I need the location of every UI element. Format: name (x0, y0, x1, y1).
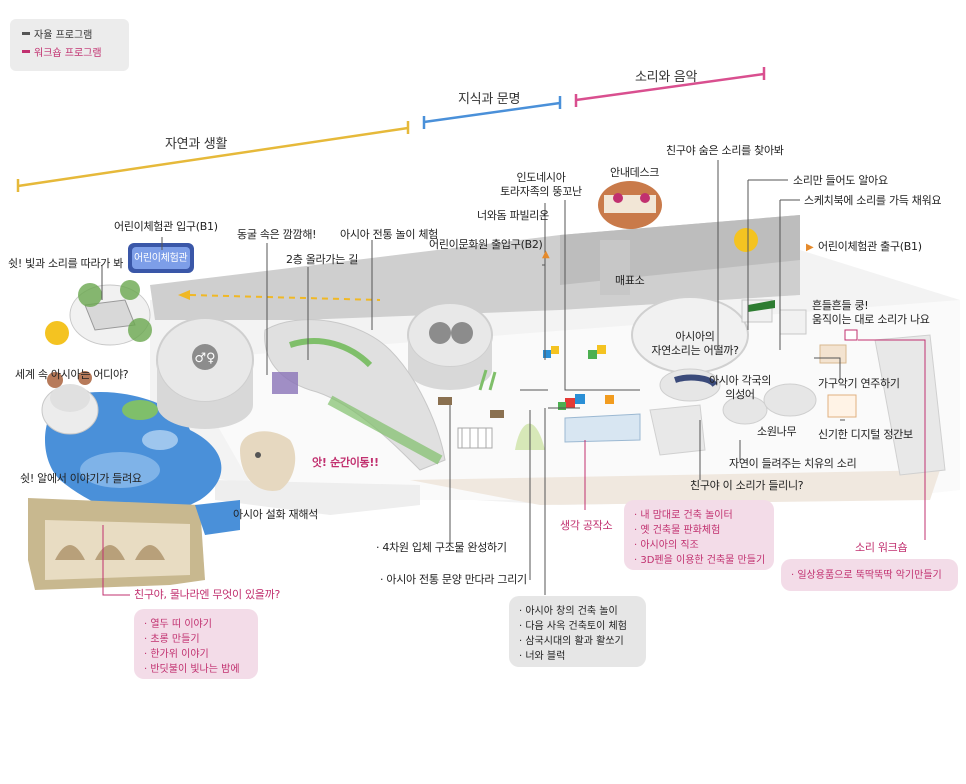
architecture-item: · 삼국시대의 활과 활쏘기 (519, 636, 624, 647)
idea-item: · 옛 건축물 판화체험 (634, 525, 721, 536)
entrance-sign-text: 어린이체험관 (134, 253, 188, 264)
label-onomatopoeia: 아시아 각국의 의성어 (708, 374, 772, 401)
label-sound-tree: 소원나무 (757, 425, 797, 438)
water-item: · 열두 띠 이야기 (144, 619, 212, 630)
idea-item: · 내 맘대로 건축 놀이터 (634, 510, 733, 521)
label-cave: 동굴 속은 깜깜해! (237, 228, 317, 241)
exit-arrow-icon: ▶ (806, 242, 814, 253)
zone-nature-label: 자연과 생활 (165, 137, 228, 152)
left-rotunda: ♂♀ (156, 317, 254, 429)
left-exhibit-cluster (41, 280, 158, 435)
water-country-program-box: · 열두 띠 이야기 · 초롱 만들기 · 한가위 이야기 · 반딧불이 빛나는… (134, 609, 258, 679)
sound-workshop-program-box: · 일상용품으로 뚝딱뚝딱 악기만들기 (781, 559, 958, 591)
idea-workshop-program-box: · 내 맘대로 건축 놀이터 · 옛 건축물 판화체험 · 아시아의 직조 · … (624, 500, 774, 570)
svg-text:♂♀: ♂♀ (194, 351, 215, 366)
label-asia-play: 아시아 전통 놀이 체험 (340, 228, 438, 241)
legend-cave (240, 431, 296, 491)
label-pattern-draw: · 아시아 전통 문양 만다라 그리기 (380, 573, 527, 586)
label-egg-story: 쉿! 알에서 이야기가 들려요 (20, 472, 142, 485)
zone-bracket-nature (16, 121, 410, 192)
entrance-sign (128, 243, 194, 273)
label-nature-sounds: 아시아의 자연소리는 어떨까? (651, 330, 739, 357)
walk-path (178, 290, 381, 301)
culture-exit-b2-label: 어린이문화원 출입구(B2) (429, 238, 543, 251)
label-idea-workshop: 생각 공작소 (560, 519, 613, 532)
entrance-b1-label: 어린이체험관 입구(B1) (114, 220, 218, 233)
legend-workshop-swatch (22, 50, 30, 53)
label-instrument-play: 가구악기 연주하기 (818, 377, 900, 390)
legend: 자율 프로그램 워크숍 프로그램 (10, 19, 129, 71)
label-legend-reinterp: 아시아 설화 재해석 (233, 508, 318, 521)
architecture-item: · 다음 사옥 건축토이 체험 (519, 621, 627, 632)
label-digital-gamelan: 신기한 디지털 정간보 (818, 428, 913, 441)
right-rotunda (631, 296, 817, 425)
label-sketchbook: 스케치북에 소리를 가득 채워요 (804, 194, 942, 207)
workshop-desk (564, 413, 641, 443)
label-healing-sound: 자연이 들려주는 치유의 소리 (729, 457, 857, 470)
label-shake: 흔들흔들 쿵! 움직이는 대로 소리가 나요 (812, 299, 930, 326)
water-item: · 한가위 이야기 (144, 649, 209, 660)
label-hidden-sound: 친구야 숨은 소리를 찾아봐 (666, 144, 784, 157)
label-shop: 매표소 (615, 274, 645, 287)
info-icons (45, 228, 758, 345)
legend-self-guided-label: 자율 프로그램 (34, 30, 93, 41)
label-toraja: 인도네시아 토라자족의 뚱꼬난 (500, 171, 582, 198)
label-listen-sound: 소리만 들어도 알아요 (793, 174, 888, 187)
zone-bracket-knowledge (422, 96, 562, 129)
architecture-item: · 아시아 창의 건축 놀이 (519, 606, 618, 617)
zone-sound-label: 소리와 음악 (635, 70, 698, 85)
workshop-leader-lines (102, 339, 926, 596)
label-light-sound: 쉿! 빛과 소리를 따라가 봐 (8, 257, 124, 270)
center-rotunda (407, 302, 493, 390)
legend-workshop-label: 워크숍 프로그램 (34, 48, 102, 59)
culture-exit-arrow-icon: ▲ (542, 249, 550, 260)
block-zone (438, 397, 504, 449)
toy-blocks (543, 345, 614, 410)
label-hear-sound: 친구야 이 소리가 들리니? (690, 479, 804, 492)
water-item: · 반딧불이 빛나는 밤에 (144, 664, 240, 675)
label-structure-4d: · 4차원 입체 구조물 완성하기 (376, 541, 507, 554)
sound-zone-walls (649, 334, 946, 476)
label-sound-workshop: 소리 워크숍 (855, 541, 908, 554)
label-pavilion: 너와돔 파빌리온 (477, 209, 549, 222)
sound-item: · 일상용품으로 뚝딱뚝딱 악기만들기 (791, 570, 942, 581)
label-second-floor: 2층 올라가는 길 (286, 253, 359, 266)
label-info-desk: 안내데스크 (610, 166, 660, 179)
cave-area (264, 319, 446, 471)
label-oops: 앗! 순간이동!! (312, 456, 379, 469)
idea-item: · 3D펜을 이용한 건축물 만들기 (634, 555, 766, 566)
leader-lines (101, 160, 845, 595)
info-desk-photo (598, 181, 662, 229)
idea-item: · 아시아의 직조 (634, 540, 699, 551)
water-item: · 초롱 만들기 (144, 634, 200, 645)
label-water-country: 친구야, 물나라엔 무엇이 있을까? (134, 588, 280, 601)
label-where-asia: 세계 속 아시아는 어디야? (15, 368, 129, 381)
architecture-program-box: · 아시아 창의 건축 놀이 · 다음 사옥 건축토이 체험 · 삼국시대의 활… (509, 596, 646, 667)
zone-knowledge-label: 지식과 문명 (458, 92, 521, 107)
water-house (28, 498, 240, 590)
legend-self-guided-swatch (22, 32, 30, 35)
architecture-item: · 너와 블럭 (519, 651, 566, 662)
exit-b1-label: 어린이체험관 출구(B1) (818, 240, 922, 253)
zone-bracket-sound (574, 67, 766, 107)
